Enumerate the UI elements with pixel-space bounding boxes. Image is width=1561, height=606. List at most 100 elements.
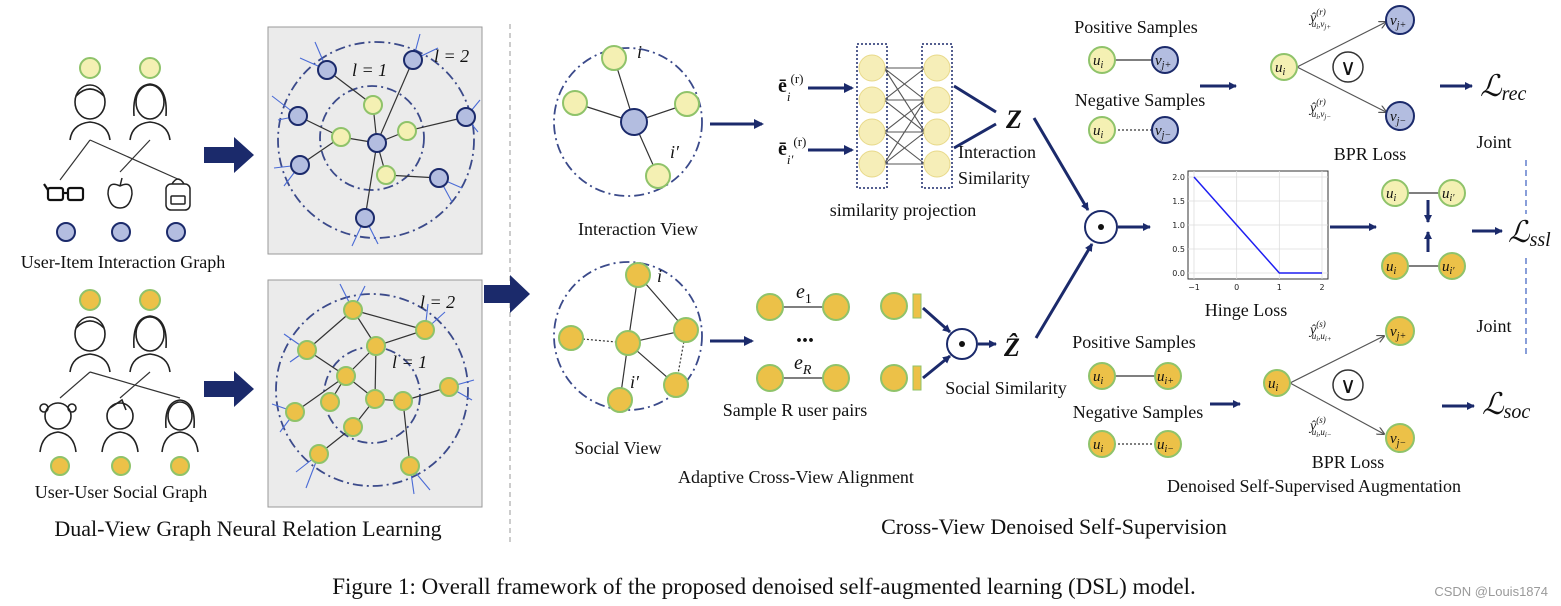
positive-samples-label: Positive Samples (1074, 17, 1198, 37)
girl-user-icon (39, 402, 77, 453)
male-user-icon (69, 316, 111, 373)
negative-samples-label: Negative Samples (1073, 402, 1203, 422)
user-node (1263, 369, 1291, 397)
user-node (1438, 252, 1466, 280)
u-i-label: ui (1386, 186, 1397, 204)
item-node (56, 222, 76, 242)
user-node (139, 57, 161, 79)
node-i-prime-label: i′ (630, 372, 640, 392)
user-node (366, 336, 386, 356)
user-node (297, 340, 317, 360)
item-node (1151, 46, 1179, 74)
y-hat-neg-label: ŷ(r)ui,vj− (1308, 97, 1331, 121)
y-tick-label: 1.5 (1172, 197, 1185, 206)
user-node (336, 366, 356, 386)
embedding-label: ēi(r) (778, 71, 804, 104)
denoised-augmentation-label: Denoised Self-Supervised Augmentation (1167, 476, 1461, 496)
user-node (343, 300, 363, 320)
item-node (1385, 5, 1415, 35)
social-user-icons: User-User Social Graph (35, 289, 207, 502)
item-node (166, 222, 186, 242)
user-node (673, 317, 699, 343)
positive-samples-label: Positive Samples (1072, 332, 1196, 352)
y-tick-label: 0.5 (1172, 245, 1185, 254)
vee-symbol: ∨ (1340, 373, 1356, 398)
arrow (953, 84, 997, 114)
user-node (79, 57, 101, 79)
interaction-graph-panel: l = 1 l = 2 (267, 26, 483, 255)
interaction-user-icons: User-Item Interaction Graph (21, 57, 225, 272)
y-tick-label: 2.0 (1172, 173, 1185, 182)
user-node (1154, 430, 1182, 458)
boy-user-icon (101, 398, 139, 453)
adaptive-alignment-label: Adaptive Cross-View Alignment (678, 467, 914, 487)
glasses-icon (43, 183, 85, 202)
x-tick-label: −1 (1188, 283, 1200, 292)
u-i-label: ui (1386, 259, 1397, 277)
interaction-view-label: Interaction View (578, 219, 698, 239)
similarity-projection-network: similarity projection (830, 43, 976, 220)
y-tick-label: 1.0 (1172, 221, 1185, 230)
left-panel: User-Item Interaction Graph (21, 26, 483, 541)
right-panel: i i′ Interaction View ēi(r) ēi′(r) (553, 5, 1551, 539)
arrow (953, 122, 997, 150)
vee-symbol: ∨ (1340, 55, 1356, 80)
social-view-label: Social View (574, 438, 661, 458)
user-node (1088, 46, 1116, 74)
x-tick-label: 2 (1319, 283, 1324, 292)
arrow (204, 371, 254, 407)
user-node (309, 444, 329, 464)
user-node (625, 262, 651, 288)
user-node (363, 95, 383, 115)
x-tick-label: 0 (1234, 283, 1239, 292)
user-node (645, 163, 671, 189)
user-node (1088, 430, 1116, 458)
z-label: Z (1005, 105, 1022, 134)
user-node (1381, 252, 1409, 280)
user-node (365, 389, 385, 409)
eR-label: eR (794, 352, 812, 378)
user-node (1154, 362, 1182, 390)
male-user-icon (69, 84, 111, 141)
y-hat-pos-label: ŷ(s)ui,ui+ (1308, 319, 1332, 343)
user-node (601, 45, 627, 71)
female-user-icon (129, 315, 171, 373)
user-node (674, 91, 700, 117)
user-node (393, 391, 413, 411)
embedding-label: ēi′(r) (778, 134, 806, 167)
user-node (111, 456, 131, 476)
user-node (756, 364, 784, 392)
user-node (1088, 116, 1116, 144)
layer-label: l = 1 (352, 60, 387, 80)
comparison-icon (1332, 369, 1364, 401)
arrow (484, 275, 530, 313)
user-node (170, 456, 190, 476)
interaction-view: i i′ Interaction View (553, 42, 703, 239)
user-node (285, 402, 305, 422)
user-node (397, 121, 417, 141)
ssl-pairs: ui ui′ ui ui′ (1381, 179, 1466, 280)
user-node (663, 372, 689, 398)
comparison-icon (1332, 51, 1364, 83)
user-node (376, 165, 396, 185)
item-node (288, 106, 308, 126)
arrow (204, 137, 254, 173)
female-user-icon (129, 83, 171, 141)
node-i-label: i (637, 42, 642, 62)
u-i-label: ui (1093, 53, 1104, 71)
user-node (822, 293, 850, 321)
user-node (320, 392, 340, 412)
user-node (1270, 53, 1298, 81)
apple-icon (107, 177, 133, 209)
y-tick-label: 0.0 (1172, 269, 1185, 278)
user-node (331, 127, 351, 147)
soc-bpr-structure: ui vj+ vj− ∨ ŷ(s)ui,ui+ ŷ(s)ui,ui− BPR L… (1263, 316, 1415, 472)
user-node (415, 320, 435, 340)
hinge-loss-label: Hinge Loss (1205, 300, 1288, 320)
z-hat-label: Ẑ (1003, 333, 1020, 362)
hinge-loss-series (1193, 176, 1322, 274)
user-node (400, 456, 420, 476)
u-i-label: ui (1093, 369, 1104, 387)
